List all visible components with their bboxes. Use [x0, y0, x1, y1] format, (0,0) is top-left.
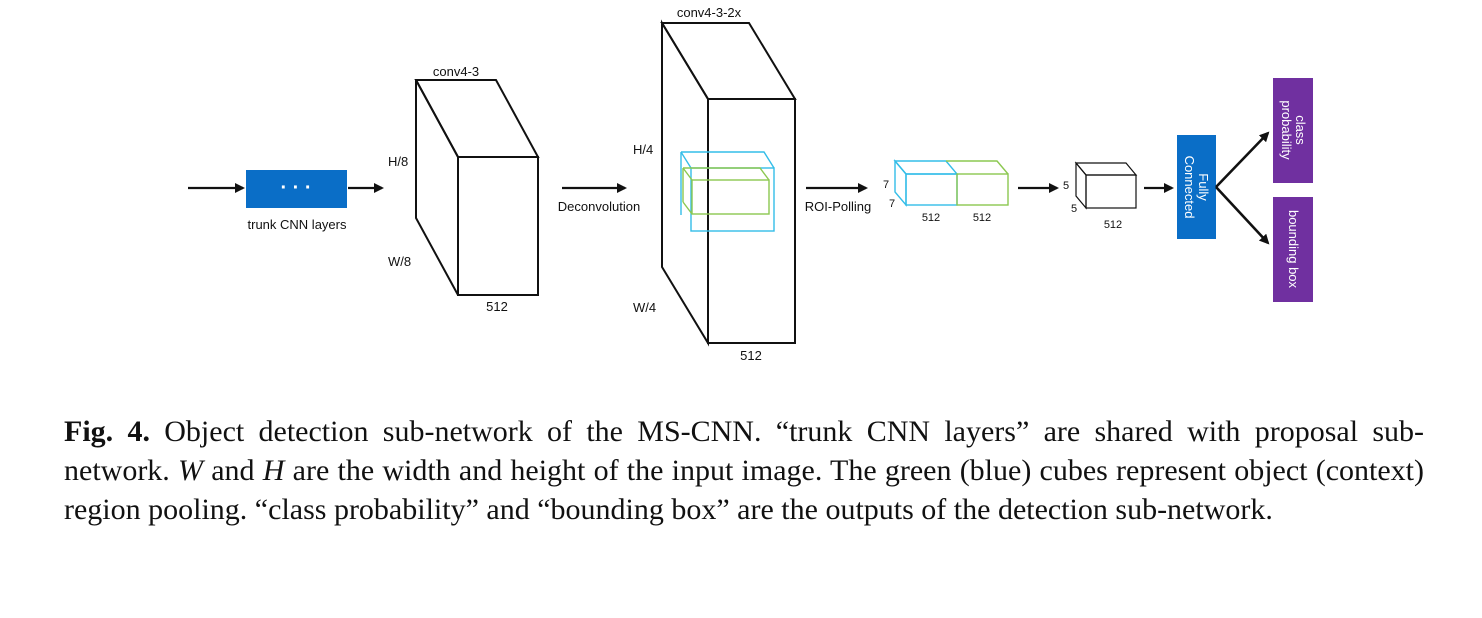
trunk-cnn-dots: · · · [280, 177, 311, 199]
reduced-cube [1074, 161, 1138, 210]
conv43-cube [414, 79, 540, 296]
caption-text-2: and [203, 454, 263, 487]
conv43-depth-label: 512 [486, 299, 508, 314]
trunk-cnn-caption: trunk CNN layers [248, 217, 347, 232]
fc-label-line2: Connected [1182, 156, 1197, 219]
pooled-context-cube [893, 159, 959, 207]
caption-math-w: W [178, 454, 204, 487]
reduced-width-label: 5 [1071, 203, 1077, 215]
ms-cnn-detection-diagram: · · · trunk CNN layers conv4-3 H/8 W/8 5… [188, 5, 1313, 363]
fc-to-bbox-arrow [1215, 186, 1270, 245]
conv43-2x-depth-label: 512 [740, 348, 762, 363]
fc-label-line1: Fully [1196, 173, 1211, 201]
class-probability-box [1273, 78, 1313, 183]
caption-text-3: are the width and height of the input im… [64, 454, 1424, 526]
conv43-2x-top-label: conv4-3-2x [677, 5, 742, 20]
reduced-depth-label: 512 [1104, 219, 1122, 231]
bounding-box-output-box [1273, 197, 1313, 302]
conv43-2x-height-label: H/4 [633, 142, 653, 157]
conv43-width-label: W/8 [388, 254, 411, 269]
pooled-object-depth-label: 512 [973, 212, 991, 224]
figure-caption: Fig. 4. Object detection sub-network of … [64, 412, 1424, 529]
conv43-top-label: conv4-3 [433, 64, 479, 79]
bounding-box-label: bounding box [1286, 210, 1301, 289]
context-region-cube [680, 151, 775, 232]
conv43-2x-cube [660, 19, 797, 347]
conv43-height-label: H/8 [388, 154, 408, 169]
pooled-context-depth-label: 512 [922, 212, 940, 224]
pooled-object-cube [946, 160, 1009, 206]
reduced-height-label: 5 [1063, 180, 1069, 192]
conv43-2x-width-label: W/4 [633, 300, 656, 315]
roi-pooling-label: ROI-Polling [805, 199, 871, 214]
class-prob-line2: probability [1279, 100, 1294, 160]
deconvolution-label: Deconvolution [558, 199, 640, 214]
caption-math-h: H [262, 454, 285, 487]
object-region-cube [682, 167, 770, 215]
trunk-cnn-box [246, 170, 347, 208]
pooled-height-label: 7 [883, 179, 889, 191]
fc-to-class-arrow [1215, 131, 1270, 188]
fully-connected-box [1177, 135, 1216, 239]
pooled-width-label: 7 [889, 198, 895, 210]
caption-text-1: Object detection sub-network of the MS-C… [64, 415, 1424, 487]
figure-number: Fig. 4. [64, 415, 150, 448]
class-prob-line1: class [1293, 115, 1308, 145]
